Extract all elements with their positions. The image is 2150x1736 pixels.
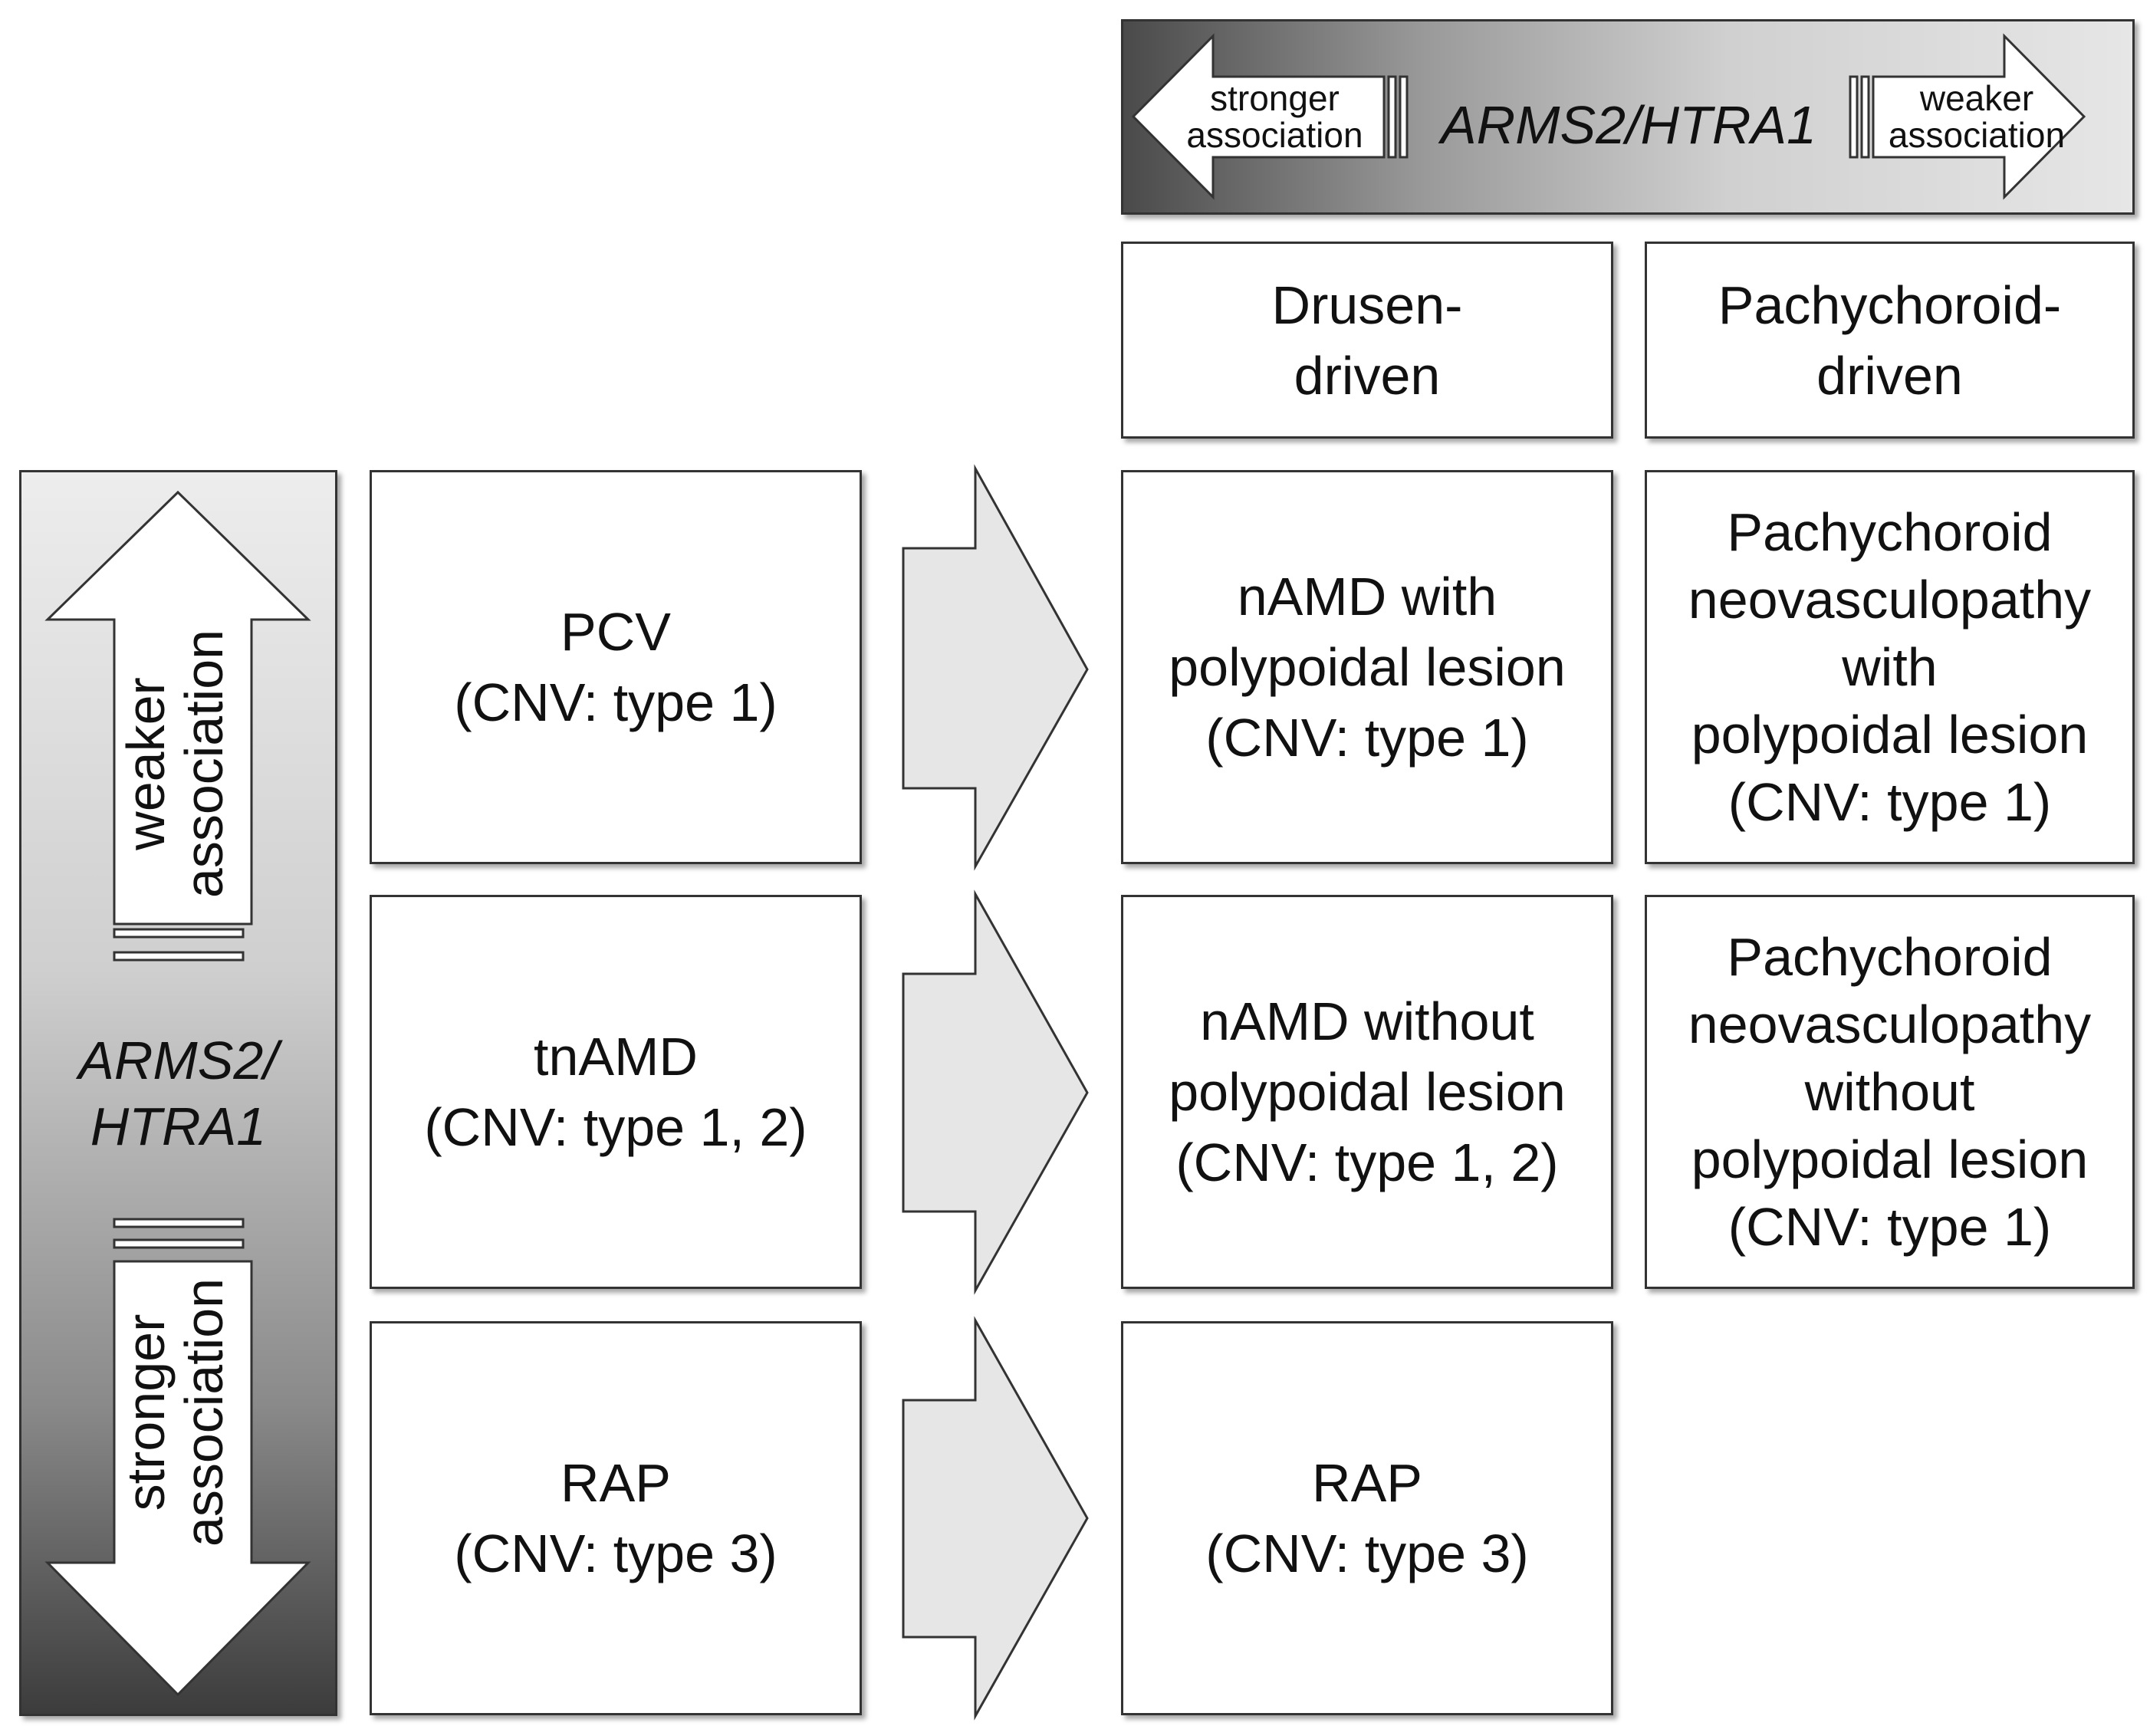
old-class-pcv: PCV(CNV: type 1) xyxy=(370,470,862,864)
top-stronger-arrow xyxy=(1131,33,1386,200)
top-weaker-arrow xyxy=(1872,33,2086,200)
top-stronger-label: stronger association xyxy=(1186,78,1363,155)
old-class-tnamd: tnAMD(CNV: type 1, 2) xyxy=(370,895,862,1289)
left-gene-label: ARMS2/ HTRA1 xyxy=(78,1031,278,1156)
top-gene-label: ARMS2/HTRA1 xyxy=(1440,95,1817,155)
drusen-rap: RAP(CNV: type 3) xyxy=(1121,1321,1613,1715)
transition-arrow-pcv xyxy=(902,464,1089,871)
left-weaker-stripe xyxy=(113,951,245,962)
top-weaker-label: weaker association xyxy=(1888,78,2066,155)
left-stronger-arrow xyxy=(44,1260,311,1697)
transition-arrow-tnamd xyxy=(902,889,1089,1295)
top-stronger-stripe xyxy=(1387,75,1397,159)
header-pachychoroid-driven: Pachychoroid-driven xyxy=(1645,242,2135,439)
top-weaker-stripe xyxy=(1860,75,1870,159)
top-stronger-stripe xyxy=(1399,75,1409,159)
header-drusen-driven: Drusen-driven xyxy=(1121,242,1613,439)
transition-arrow-rap xyxy=(902,1316,1089,1721)
left-weaker-stripe xyxy=(113,928,245,939)
left-stronger-stripe xyxy=(113,1218,245,1228)
old-class-rap: RAP(CNV: type 3) xyxy=(370,1321,862,1715)
left-stronger-stripe xyxy=(113,1238,245,1249)
left-weaker-arrow xyxy=(44,490,311,926)
top-weaker-stripe xyxy=(1849,75,1859,159)
